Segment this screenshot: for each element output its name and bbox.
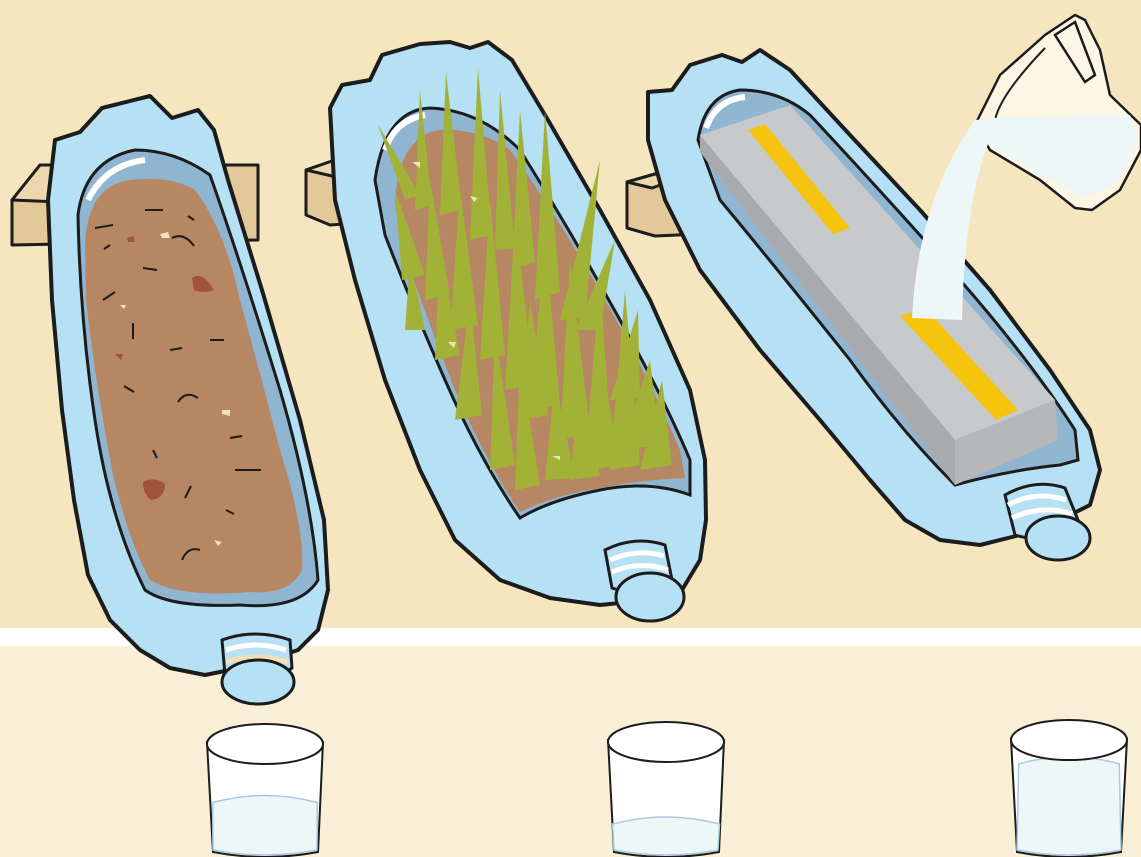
jug-water (985, 115, 1138, 198)
soil-rocks (115, 236, 214, 500)
soil-fill (85, 178, 303, 594)
concrete-slab (700, 105, 1058, 485)
collected-water (211, 794, 319, 856)
glass-icon (606, 721, 726, 857)
soil-pebbles (120, 232, 230, 546)
grass-soil-pebbles (412, 162, 560, 460)
water-jug-icon (973, 13, 1141, 212)
grass-blades (378, 68, 672, 490)
plastic-bottle-icon (46, 94, 330, 706)
plastic-bottle-icon (646, 48, 1102, 562)
collected-water (611, 816, 721, 856)
road-stripe (748, 124, 850, 234)
collected-water (1016, 756, 1122, 856)
glass-icon (205, 723, 325, 857)
concrete-setup (625, 13, 1141, 562)
road-stripe (900, 308, 1018, 420)
soil-setup (10, 94, 330, 706)
plastic-bottle-icon (328, 40, 708, 623)
grass-setup (304, 40, 708, 623)
soil-specks (94, 209, 261, 561)
glass-icon (1009, 719, 1129, 857)
pouring-water-stream (912, 118, 1000, 320)
table-surface (0, 646, 1141, 857)
